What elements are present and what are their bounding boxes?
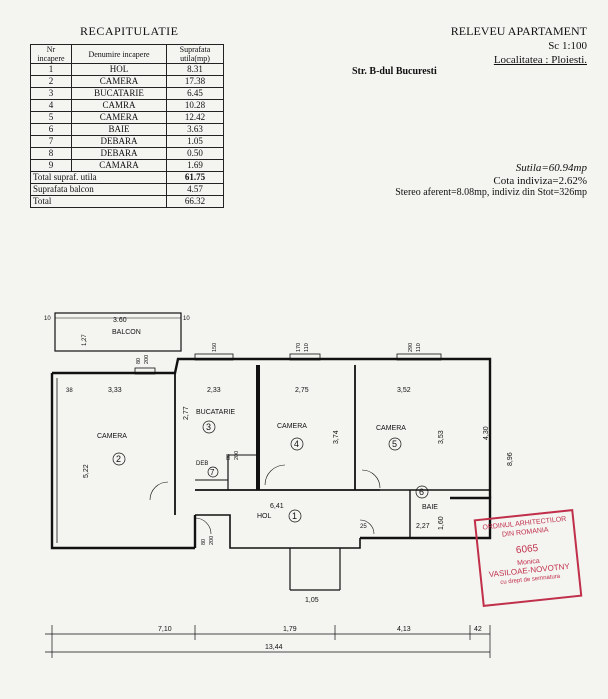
table-header-row: Nr incapere Denumire incapere Suprafata … xyxy=(30,44,224,64)
room-name: CAMERA xyxy=(376,425,406,432)
window-label: 200 xyxy=(209,536,215,545)
dim-label: 2,33 xyxy=(207,387,221,394)
room-number: 2 xyxy=(116,454,121,464)
dim-label: 3,74 xyxy=(333,430,340,444)
dim-label: 1,79 xyxy=(283,626,297,633)
stat-stereo: Stereo aferent=8.08mp, indiviz din Stot=… xyxy=(395,187,587,198)
room-number: 5 xyxy=(392,439,397,449)
dim-label: 3,33 xyxy=(108,387,122,394)
dim-label: 1,05 xyxy=(305,597,319,604)
balcony-label: BALCON xyxy=(112,329,141,336)
balcony-outline xyxy=(54,312,182,352)
window-label: 110 xyxy=(304,343,310,352)
room-number: 1 xyxy=(292,511,297,521)
stat-cota: Cota indiviza=2.62% xyxy=(493,175,587,187)
window-label: 290 xyxy=(408,343,414,352)
window-label: 150 xyxy=(212,343,218,352)
room-number: 4 xyxy=(294,439,299,449)
dim-label: 42 xyxy=(474,626,482,633)
col-header: Suprafata utila(mp) xyxy=(166,44,224,64)
stat-sutila: Sutila=60.94mp xyxy=(515,162,587,174)
dim-label: 38 xyxy=(66,388,73,394)
dim-label: 8,96 xyxy=(507,452,514,466)
outer-wall xyxy=(50,357,492,550)
dim-label: 2,27 xyxy=(416,523,430,530)
dim-label: 6,41 xyxy=(270,503,284,510)
plan-title: RELEVEU APARTAMENT xyxy=(450,24,587,38)
dim-label: 25 xyxy=(360,524,367,530)
plan-scale: Sc 1:100 xyxy=(548,40,587,52)
dim-label: 10 xyxy=(44,316,51,322)
room-number: 6 xyxy=(419,487,424,497)
dim-label: 1,60 xyxy=(438,516,445,530)
room-name: BAIE xyxy=(422,504,438,511)
window-label: 110 xyxy=(416,343,422,352)
window-label: 200 xyxy=(234,451,240,460)
room-name: CAMERA xyxy=(277,423,307,430)
window-label: 200 xyxy=(144,355,150,364)
dim-label: 3,52 xyxy=(397,387,411,394)
recap-table: Nr incapere Denumire incapere Suprafata … xyxy=(30,44,224,208)
dim-label: 10 xyxy=(183,316,190,322)
room-name: HOL xyxy=(257,513,272,520)
dim-label: 13,44 xyxy=(265,644,283,651)
room-name: BUCATARIE xyxy=(196,409,235,416)
plan-locality: Localitatea : Ploiesti. xyxy=(493,54,587,66)
room-name: DEB xyxy=(196,461,208,467)
room-number: 7 xyxy=(210,468,215,477)
window-label: 170 xyxy=(296,343,302,352)
dim-label: 3.60 xyxy=(113,317,127,324)
dim-label: 1,27 xyxy=(82,334,88,346)
dim-label: 3,53 xyxy=(438,430,445,444)
dim-label: 4,13 xyxy=(397,626,411,633)
room-name: CAMERA xyxy=(97,433,127,440)
window-label: 80 xyxy=(136,358,142,364)
room-number: 3 xyxy=(206,422,211,432)
recap-title: RECAPITULATIE xyxy=(80,24,179,38)
dim-label: 7,10 xyxy=(158,626,172,633)
dim-label: 5,22 xyxy=(83,464,90,478)
window-label: 80 xyxy=(201,539,207,545)
total-value: 66.32 xyxy=(166,195,224,208)
dim-label: 4,30 xyxy=(483,426,490,440)
architect-stamp: ORDINUL ARHITECTILOR DIN ROMANIA 6065 Mo… xyxy=(473,509,583,607)
dim-label: 2,77 xyxy=(183,406,190,420)
dim-label: 2,75 xyxy=(295,387,309,394)
window-label: 80 xyxy=(226,454,232,460)
plan-street: Str. B-dul Bucuresti xyxy=(352,66,437,77)
